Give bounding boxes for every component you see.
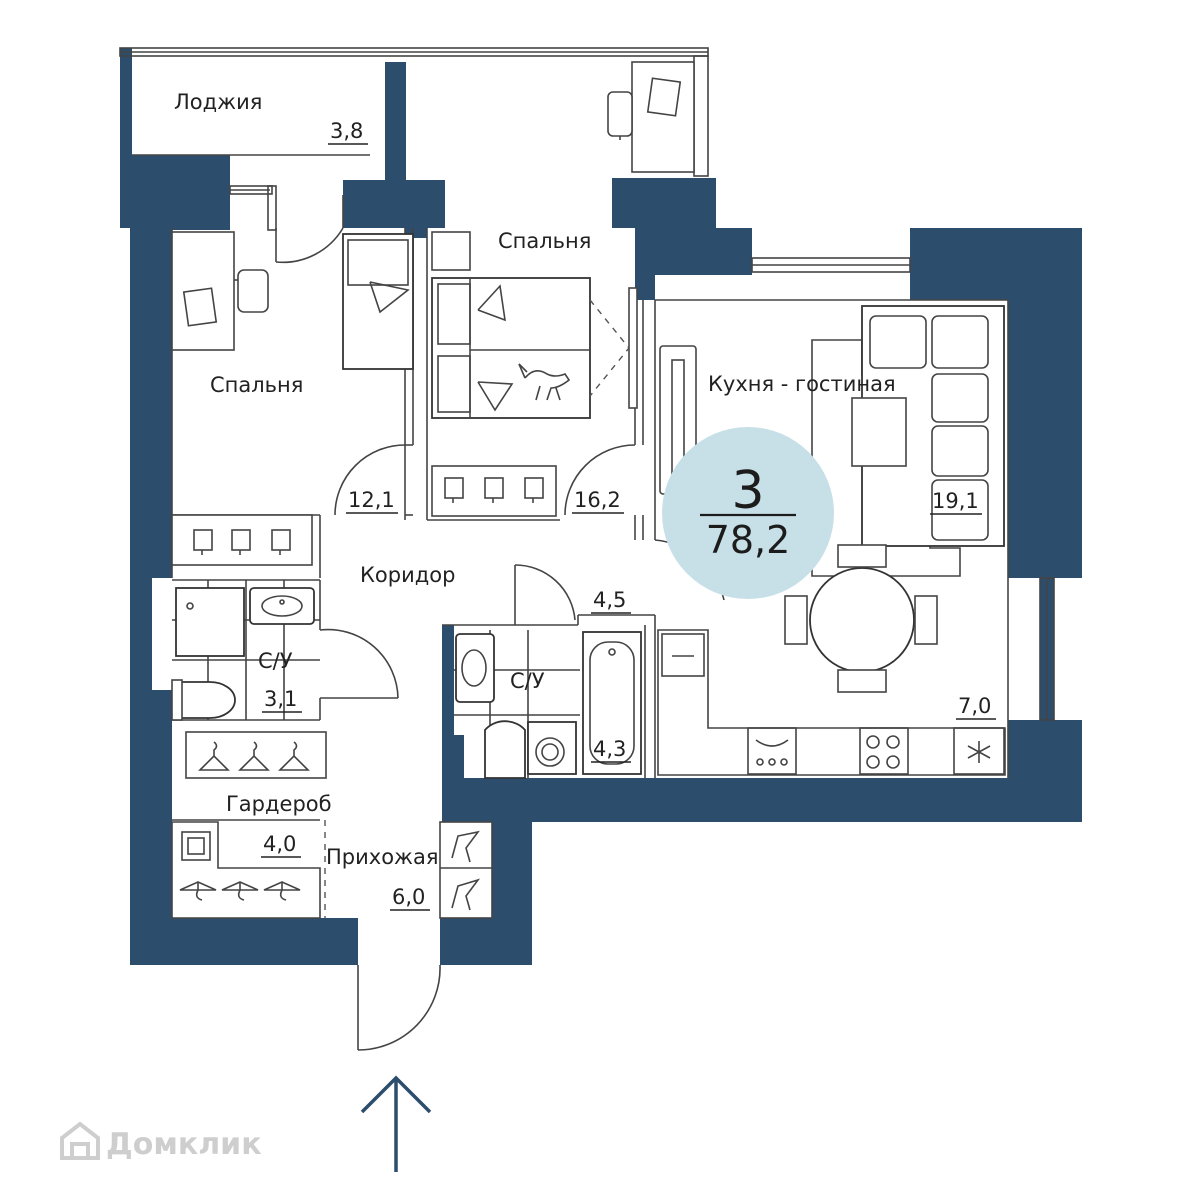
- total-area: 78,2: [706, 518, 791, 562]
- arrow-up-icon: [360, 1075, 432, 1172]
- room-label-bedroom-1: Спальня: [210, 373, 303, 397]
- watermark-text: Домклик: [106, 1127, 262, 1162]
- area-hallway: 6,0: [392, 885, 425, 909]
- area-bathroom-1: 3,1: [264, 687, 297, 711]
- summary-badge: 3 78,2: [662, 427, 834, 599]
- hanger-set-3: [198, 741, 310, 771]
- area-corridor: 4,5: [593, 588, 626, 612]
- area-bathroom-2: 4,3: [593, 737, 626, 761]
- area-bedroom-1: 12,1: [348, 488, 395, 512]
- area-wardrobe: 4,0: [263, 832, 296, 856]
- area-kitchen-living: 19,1: [932, 489, 979, 513]
- furniture: [171, 61, 1006, 919]
- wc2-tiles: [454, 630, 580, 778]
- rooms-count: 3: [731, 461, 764, 521]
- room-labels: Лоджия 3,8 Спальня 12,1 Спальня 16,2 Кух…: [174, 90, 996, 911]
- room-label-bathroom-1: С/У: [258, 649, 293, 673]
- room-label-corridor: Коридор: [360, 563, 455, 587]
- hanger-set-2: [444, 477, 544, 503]
- room-label-hallway: Прихожая: [326, 845, 438, 869]
- house-logo-icon: [60, 1121, 100, 1160]
- room-label-loggia: Лоджия: [174, 90, 262, 114]
- partitions: [119, 47, 1055, 1050]
- hanger-set-1: [193, 529, 291, 555]
- hanger-set-4: [179, 881, 301, 901]
- watermark: Домклик: [60, 1121, 262, 1162]
- doors: [275, 195, 725, 1051]
- walls: [120, 48, 1082, 965]
- area-bedroom-2: 16,2: [574, 488, 621, 512]
- room-label-bedroom-2: Спальня: [498, 229, 591, 253]
- room-label-wardrobe: Гардероб: [226, 792, 332, 816]
- room-label-kitchen-living: Кухня - гостиная: [708, 372, 896, 396]
- highlight-circle: [662, 427, 834, 599]
- area-loggia: 3,8: [330, 119, 363, 143]
- room-label-bathroom-2: С/У: [510, 669, 545, 693]
- area-kitchen: 7,0: [958, 694, 991, 718]
